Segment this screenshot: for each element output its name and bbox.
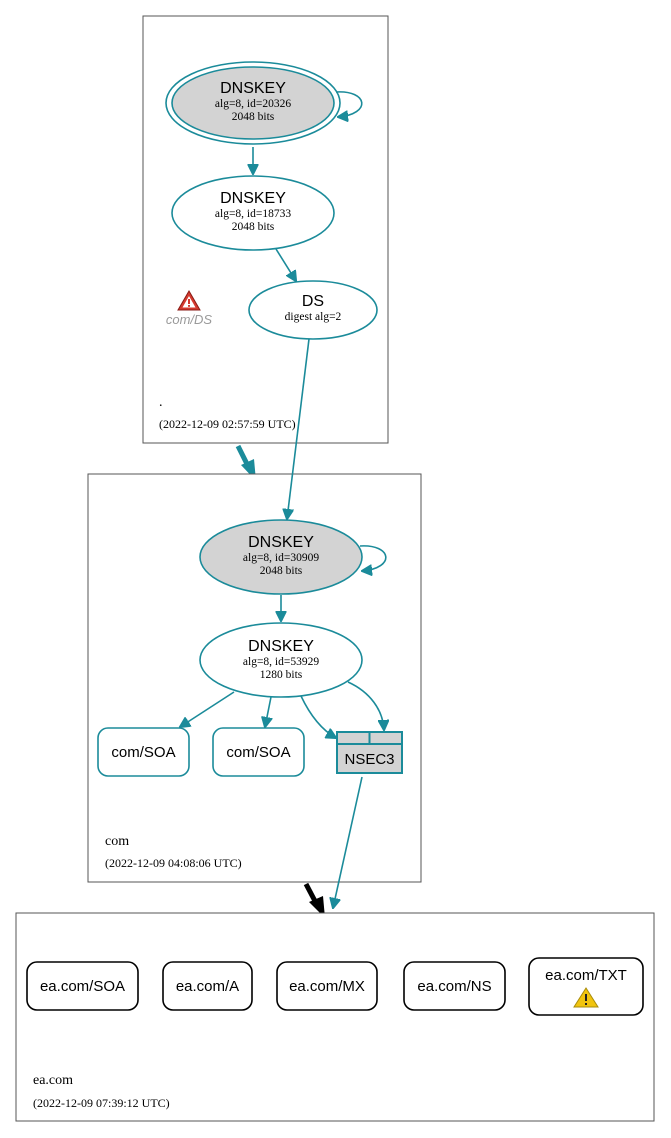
ea-txt-node[interactable]: ea.com/TXT <box>528 957 644 1016</box>
com-soa-node-2[interactable]: com/SOA <box>212 727 305 777</box>
edge-com-zsk-to-nsec3-a <box>300 695 336 738</box>
ea-mx-node[interactable]: ea.com/MX <box>276 961 378 1011</box>
com-zsk-node[interactable]: DNSKEY alg=8, id=53929 1280 bits <box>199 622 363 698</box>
zone-root-name: . <box>159 395 163 410</box>
ea-ns-label: ea.com/NS <box>417 978 491 995</box>
com-ksk-node[interactable]: DNSKEY alg=8, id=30909 2048 bits <box>199 519 363 595</box>
com-zsk-title: DNSKEY <box>248 638 314 655</box>
zone-ea: ea.com (2022-12-09 07:39:12 UTC) <box>15 912 655 1122</box>
com-ds-node[interactable]: DS digest alg=2 <box>248 280 378 340</box>
com-nsec3-node[interactable]: NSEC3 <box>336 731 403 774</box>
com-soa-node-1[interactable]: com/SOA <box>97 727 190 777</box>
ea-mx-label: ea.com/MX <box>289 978 365 995</box>
zone-ea-name: ea.com <box>33 1073 73 1088</box>
zone-ea-box <box>15 912 655 1122</box>
ea-txt-label: ea.com/TXT <box>545 967 627 984</box>
root-zsk-title: DNSKEY <box>220 190 286 207</box>
com-zsk-bits: 1280 bits <box>260 669 303 681</box>
ea-soa-label: ea.com/SOA <box>40 978 125 995</box>
com-zsk-alg: alg=8, id=53929 <box>243 656 319 668</box>
error-triangle-icon <box>177 290 201 311</box>
zone-com-name: com <box>105 834 129 849</box>
com-soa-1-label: com/SOA <box>111 744 175 761</box>
root-ksk-bits: 2048 bits <box>232 111 275 123</box>
edge-com-zsk-to-soa-2 <box>265 696 271 727</box>
root-ksk-alg: alg=8, id=20326 <box>215 98 291 110</box>
com-ds-error-label: com/DS <box>166 312 213 327</box>
zone-ea-timestamp: (2022-12-09 07:39:12 UTC) <box>33 1096 170 1110</box>
root-ksk-self-edge <box>335 91 363 117</box>
warning-triangle-icon <box>573 987 599 1008</box>
com-ksk-self-edge <box>359 545 387 571</box>
edge-com-zsk-to-nsec3-b <box>347 681 384 730</box>
root-ksk-node[interactable]: DNSKEY alg=8, id=20326 2048 bits <box>165 61 341 145</box>
com-ksk-title: DNSKEY <box>248 534 314 551</box>
com-nsec3-label: NSEC3 <box>344 751 394 768</box>
edge-ds-to-com-ksk <box>287 338 310 519</box>
zone-root-timestamp: (2022-12-09 02:57:59 UTC) <box>159 417 296 431</box>
ea-a-label: ea.com/A <box>176 978 239 995</box>
com-ds-error-node[interactable]: com/DS <box>166 290 213 327</box>
ea-soa-node[interactable]: ea.com/SOA <box>26 961 139 1011</box>
zone-com-timestamp: (2022-12-09 04:08:06 UTC) <box>105 856 242 870</box>
com-ksk-bits: 2048 bits <box>260 565 303 577</box>
ds-title: DS <box>302 293 324 310</box>
root-zsk-node[interactable]: DNSKEY alg=8, id=18733 2048 bits <box>171 175 335 251</box>
edge-nsec3-to-ea <box>333 776 363 908</box>
root-ksk-title: DNSKEY <box>220 80 286 97</box>
edge-root-zsk-to-ds <box>275 248 296 281</box>
edge-com-zsk-to-soa-1 <box>180 691 235 727</box>
com-ksk-alg: alg=8, id=30909 <box>243 552 319 564</box>
ea-a-node[interactable]: ea.com/A <box>162 961 253 1011</box>
ds-digest-alg: digest alg=2 <box>285 311 342 323</box>
com-soa-2-label: com/SOA <box>226 744 290 761</box>
ea-ns-node[interactable]: ea.com/NS <box>403 961 506 1011</box>
root-zsk-alg: alg=8, id=18733 <box>215 208 291 220</box>
root-zsk-bits: 2048 bits <box>232 221 275 233</box>
